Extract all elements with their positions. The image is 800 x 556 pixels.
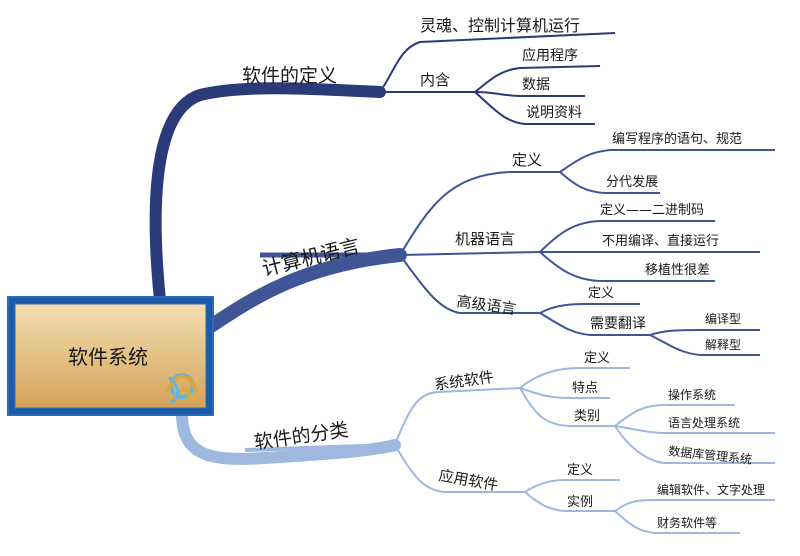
node-soul[interactable]: 灵魂、控制计算机运行 <box>420 16 580 35</box>
node-machine-lang[interactable]: 机器语言 <box>455 230 515 248</box>
branch-language-lines <box>399 149 775 356</box>
node-high-lang[interactable]: 高级语言 <box>455 292 517 318</box>
leaf-app-def[interactable]: 定义 <box>567 463 593 478</box>
node-lang-def[interactable]: 定义 <box>512 151 542 169</box>
leaf-sys-def[interactable]: 定义 <box>584 351 610 366</box>
node-contains[interactable]: 内含 <box>420 71 450 89</box>
branch-classification-lines <box>394 367 775 534</box>
node-need-translate[interactable]: 需要翻译 <box>590 316 646 332</box>
leaf-os[interactable]: 操作系统 <box>668 387 716 402</box>
leaf-machine-direct[interactable]: 不用编译、直接运行 <box>602 233 719 249</box>
leaf-compiled[interactable]: 编译型 <box>705 311 741 326</box>
branch-connector-definition <box>149 82 386 306</box>
underline-classification <box>244 443 396 452</box>
knot-logo-icon <box>166 373 198 404</box>
leaf-data[interactable]: 数据 <box>522 77 550 93</box>
node-sys-category[interactable]: 类别 <box>574 409 600 424</box>
leaf-lang-def-spec[interactable]: 编写程序的语句、规范 <box>612 131 742 147</box>
root-title[interactable]: 软件系统 <box>68 345 148 369</box>
leaf-machine-portability[interactable]: 移植性很差 <box>645 263 710 278</box>
branch-label-definition[interactable]: 软件的定义 <box>242 65 337 87</box>
node-app-example[interactable]: 实例 <box>567 495 593 510</box>
node-app-software[interactable]: 应用软件 <box>437 466 499 494</box>
branch-connector-classification <box>175 404 401 465</box>
leaf-docs[interactable]: 说明资料 <box>526 105 582 121</box>
leaf-high-def[interactable]: 定义 <box>588 286 614 301</box>
leaf-sys-feature[interactable]: 特点 <box>572 381 598 396</box>
leaf-finance[interactable]: 财务软件等 <box>657 515 717 530</box>
leaf-interpreted[interactable]: 解释型 <box>705 338 741 352</box>
branch-connector-language <box>198 248 407 337</box>
leaf-lang-def-gen[interactable]: 分代发展 <box>606 174 658 190</box>
leaf-lang-processing[interactable]: 语言处理系统 <box>668 416 740 430</box>
leaf-editing[interactable]: 编辑软件、文字处理 <box>657 482 765 497</box>
branch-definition-lines <box>379 32 616 125</box>
leaf-apps[interactable]: 应用程序 <box>522 47 578 64</box>
leaf-machine-binary[interactable]: 定义——二进制码 <box>600 203 704 218</box>
